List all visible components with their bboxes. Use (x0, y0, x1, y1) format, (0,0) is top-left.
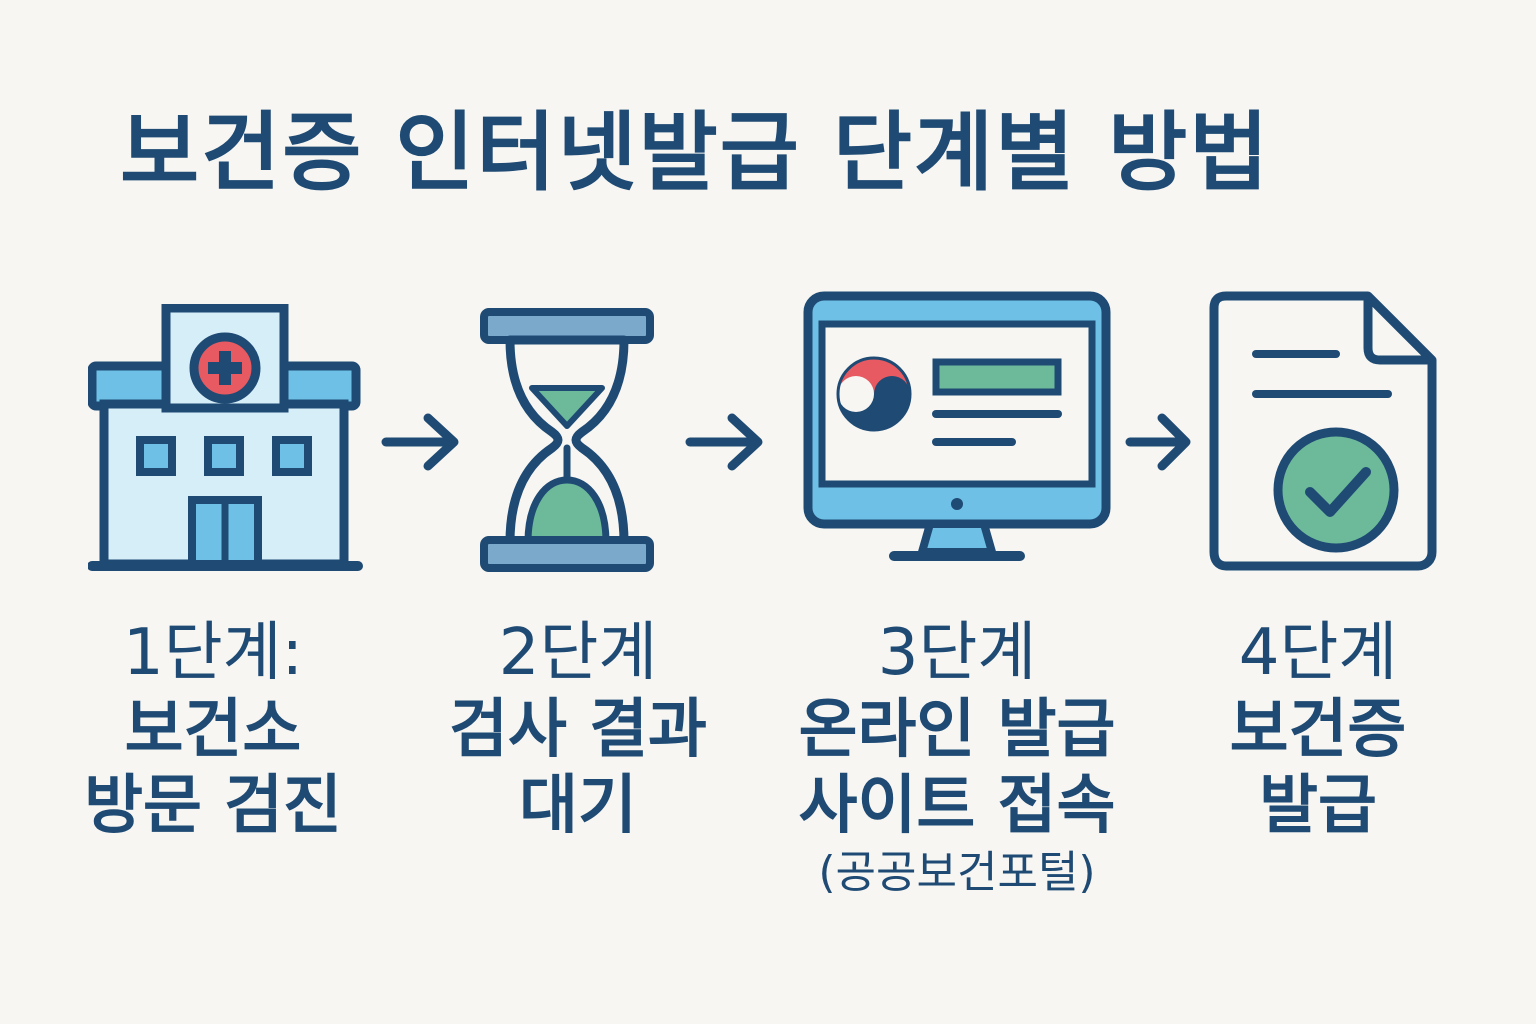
step-description-line2: 방문 검진 (84, 769, 342, 843)
step-number: 3단계 (877, 616, 1037, 690)
step-2-label: 2단계 검사 결과 대기 (418, 618, 738, 842)
monitor-icon (803, 291, 1111, 561)
step-description-line1: 보건증 (1229, 693, 1407, 767)
step-number: 4단계 (1238, 616, 1398, 690)
arrow-right-icon (685, 413, 763, 471)
step-1-label: 1단계: 보건소 방문 검진 (48, 618, 378, 842)
step-number: 1단계: (122, 616, 304, 690)
page-title: 보건증 인터넷발급 단계별 방법 (120, 103, 1271, 203)
step-description-line1: 검사 결과 (449, 693, 707, 767)
arrow-right-icon (381, 413, 459, 471)
step-description-line2: 사이트 접속 (798, 769, 1116, 843)
document-check-icon (1209, 291, 1437, 571)
arrow-right-icon (1125, 413, 1191, 471)
hospital-icon (88, 304, 363, 571)
step-description-line2: 대기 (519, 769, 637, 843)
step-description-sub: (공공보건포털) (818, 847, 1096, 898)
step-number: 2단계 (498, 616, 658, 690)
hourglass-icon (480, 308, 654, 572)
step-description-line1: 보건소 (124, 693, 302, 767)
step-description-line2: 발급 (1259, 769, 1377, 843)
step-description-line1: 온라인 발급 (798, 693, 1116, 767)
step-4-label: 4단계 보건증 발급 (1168, 618, 1468, 842)
government-emblem-icon (836, 356, 912, 432)
step-3-label: 3단계 온라인 발급 사이트 접속 (공공보건포털) (762, 618, 1152, 900)
